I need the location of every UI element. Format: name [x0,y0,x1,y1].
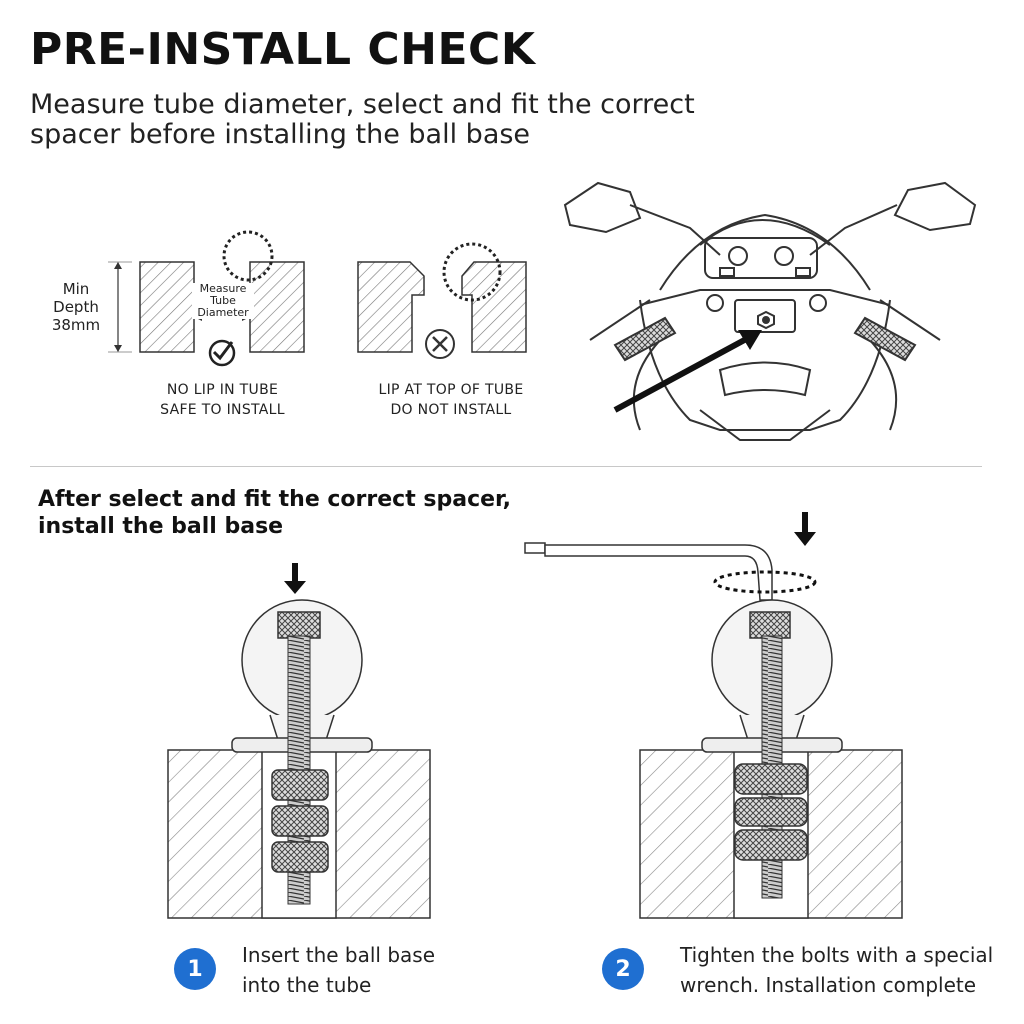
page-subtitle: Measure tube diameter, select and fit th… [30,90,790,150]
step-1-text: Insert the ball base into the tube [242,940,502,1000]
step1-illustration [167,563,431,919]
min-depth-line-2: Depth [53,298,99,316]
check-icon [208,339,236,367]
step-2-badge: 2 [602,948,644,990]
step-2-line-2: wrench. Installation complete [680,973,977,997]
min-depth-label: Min Depth 38mm [44,280,108,334]
step-2-text: Tighten the bolts with a special wrench.… [680,940,1010,1000]
section2-line-1: After select and fit the correct spacer, [38,487,512,512]
pointer-arrow [613,330,762,413]
measure-line-2: Tube [210,294,236,307]
min-depth-line-1: Min [62,280,90,298]
cross-icon [425,329,455,359]
measure-diameter-label: Measure Tube Diameter [192,283,254,319]
step-1-line-2: into the tube [242,973,372,997]
caption-no-lip-line-1: NO LIP IN TUBE [166,382,279,398]
caption-no-lip-line-2: SAFE TO INSTALL [160,402,285,418]
caption-lip-line-1: LIP AT TOP OF TUBE [378,382,524,398]
page-title: PRE-INSTALL CHECK [30,24,536,75]
caption-lip-line-2: DO NOT INSTALL [390,402,512,418]
subtitle-line-2: spacer before installing the ball base [30,119,531,150]
step2-illustration [524,512,903,919]
tube-with-lip-figure [357,242,527,353]
step-1-line-1: Insert the ball base [242,943,435,967]
step-1-badge: 1 [174,948,216,990]
motorcycle-illustration [563,181,977,441]
min-depth-line-3: 38mm [51,316,101,334]
measure-line-1: Measure [199,282,247,295]
measure-line-3: Diameter [197,306,249,319]
section-divider [30,466,982,467]
section2-heading: After select and fit the correct spacer,… [38,486,558,540]
section2-line-2: install the ball base [38,514,284,539]
subtitle-line-1: Measure tube diameter, select and fit th… [30,89,695,120]
step-2-line-1: Tighten the bolts with a special [680,943,994,967]
caption-no-lip: NO LIP IN TUBE SAFE TO INSTALL [135,380,310,420]
caption-lip: LIP AT TOP OF TUBE DO NOT INSTALL [360,380,542,420]
